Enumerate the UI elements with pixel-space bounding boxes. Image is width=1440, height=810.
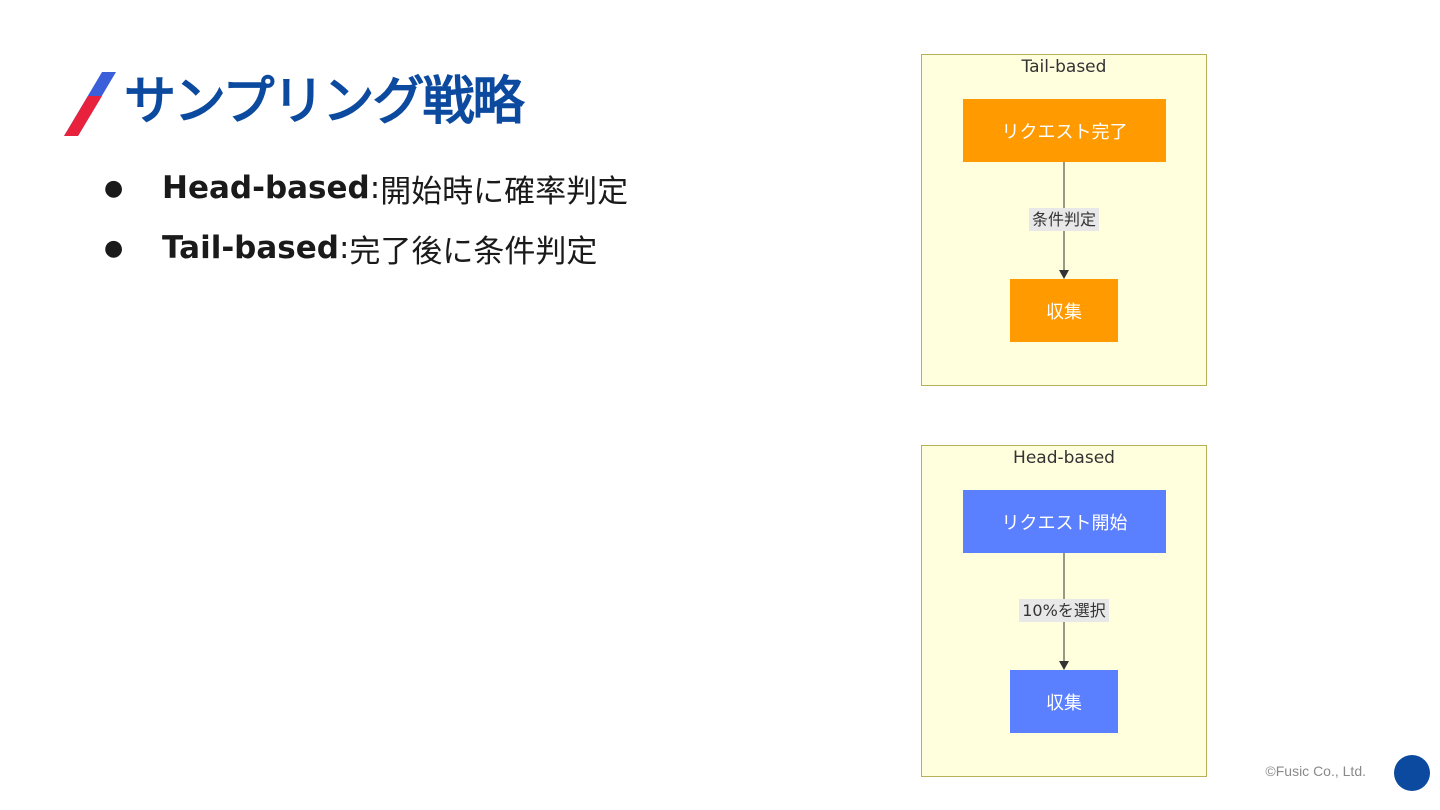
bullet-list: ● Head-based : 開始時に確率判定 ● Tail-based : 完… — [100, 158, 628, 278]
bullet-dot: ● — [104, 175, 124, 201]
bullet-dot: ● — [104, 235, 124, 261]
list-item: ● Tail-based : 完了後に条件判定 — [100, 218, 628, 278]
bullet-separator: : — [338, 230, 350, 266]
page-title: サンプリング戦略 — [124, 72, 524, 132]
diagram-title: Head-based — [1013, 448, 1115, 468]
slash-accent-icon — [64, 72, 116, 136]
bullet-term: Tail-based — [162, 230, 339, 266]
tail-based-diagram: Tail-based リクエスト完了 条件判定 収集 — [921, 54, 1207, 386]
edge-label: 10%を選択 — [922, 597, 1206, 622]
head-based-diagram: Head-based リクエスト開始 10%を選択 収集 — [921, 445, 1207, 777]
edge-label-text: 条件判定 — [1028, 208, 1099, 231]
bullet-description: 完了後に条件判定 — [349, 233, 598, 270]
flow-node-end: 収集 — [1010, 279, 1118, 342]
flow-node-start: リクエスト完了 — [963, 99, 1166, 162]
flow-node-start: リクエスト開始 — [963, 490, 1166, 553]
list-item: ● Head-based : 開始時に確率判定 — [100, 158, 628, 218]
edge-label-text: 10%を選択 — [1019, 599, 1109, 622]
edge-label: 条件判定 — [922, 206, 1206, 231]
circle-icon — [1394, 755, 1430, 791]
bullet-term: Head-based — [162, 170, 370, 206]
copyright-text: ©Fusic Co., Ltd. — [1265, 763, 1366, 779]
diagram-title: Tail-based — [1021, 57, 1107, 77]
bullet-separator: : — [369, 170, 381, 206]
flow-node-end: 収集 — [1010, 670, 1118, 733]
bullet-description: 開始時に確率判定 — [380, 173, 629, 210]
